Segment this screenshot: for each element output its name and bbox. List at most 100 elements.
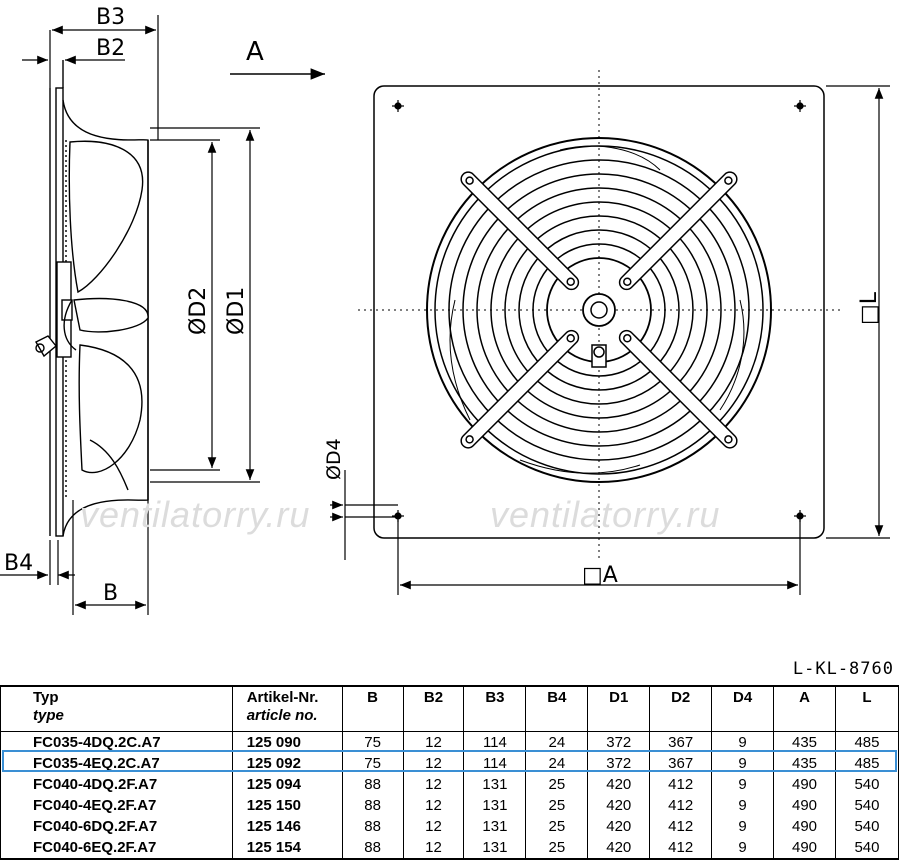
header-d2: D2 xyxy=(649,685,713,732)
cell-value: 9 xyxy=(711,816,775,837)
cell-value: 412 xyxy=(649,774,713,795)
cell-value: 88 xyxy=(341,774,404,795)
cell-value: 24 xyxy=(525,731,589,753)
cell-value: 24 xyxy=(525,753,589,774)
cell-value: 88 xyxy=(341,816,404,837)
cell-value: 367 xyxy=(649,731,713,753)
cell-value: 485 xyxy=(834,731,900,753)
cell-value: 9 xyxy=(711,731,775,753)
cell-value: 412 xyxy=(649,795,713,816)
cell-value: 372 xyxy=(587,731,651,753)
header-article: Artikel-Nr.article no. xyxy=(231,685,343,732)
technical-drawing: B3 B2 A ØD2 ØD1 B4 B xyxy=(0,5,890,615)
cell-value: 12 xyxy=(402,774,465,795)
cell-value: 435 xyxy=(773,731,836,753)
cell-value: 12 xyxy=(402,837,465,860)
cell-value: 367 xyxy=(649,753,713,774)
label-d1: ØD1 xyxy=(224,287,249,335)
cell-value: 131 xyxy=(463,774,527,795)
header-b: B xyxy=(341,685,404,732)
cell-article: 125 150 xyxy=(231,795,343,816)
watermark-left: ventilatorry.ru xyxy=(80,494,310,535)
cell-value: 420 xyxy=(587,837,651,860)
cell-value: 372 xyxy=(587,753,651,774)
header-b3: B3 xyxy=(463,685,527,732)
cell-value: 540 xyxy=(834,795,900,816)
front-view xyxy=(358,70,840,560)
cell-value: 485 xyxy=(834,753,900,774)
header-d4: D4 xyxy=(711,685,775,732)
cell-article: 125 094 xyxy=(231,774,343,795)
label-square-a: □A xyxy=(582,563,618,588)
cell-value: 12 xyxy=(402,816,465,837)
cell-value: 25 xyxy=(525,837,589,860)
cell-value: 490 xyxy=(773,795,836,816)
cell-article: 125 146 xyxy=(231,816,343,837)
cell-value: 9 xyxy=(711,837,775,860)
cell-article: 125 090 xyxy=(231,731,343,753)
cell-type: FC035-4DQ.2C.A7 xyxy=(0,731,233,753)
cell-value: 75 xyxy=(341,753,404,774)
cell-type: FC040-6EQ.2F.A7 xyxy=(0,837,233,860)
label-d4: ØD4 xyxy=(323,438,345,480)
cell-type: FC040-4EQ.2F.A7 xyxy=(0,795,233,816)
cell-value: 490 xyxy=(773,837,836,860)
header-d1: D1 xyxy=(587,685,651,732)
front-dimensions xyxy=(330,85,890,595)
label-b3: B3 xyxy=(96,5,125,30)
cell-value: 490 xyxy=(773,816,836,837)
cell-value: 412 xyxy=(649,837,713,860)
label-b: B xyxy=(103,581,118,606)
cell-value: 420 xyxy=(587,816,651,837)
guard-struts xyxy=(460,171,738,449)
cell-value: 9 xyxy=(711,753,775,774)
cell-type: FC040-6DQ.2F.A7 xyxy=(0,816,233,837)
cell-value: 75 xyxy=(341,731,404,753)
side-view xyxy=(35,60,149,537)
cell-value: 540 xyxy=(834,837,900,860)
cell-value: 88 xyxy=(341,837,404,860)
cell-article: 125 154 xyxy=(231,837,343,860)
label-d2: ØD2 xyxy=(186,287,211,335)
cell-value: 9 xyxy=(711,795,775,816)
side-dimensions xyxy=(0,15,260,615)
label-b2: B2 xyxy=(96,36,125,61)
cell-value: 88 xyxy=(341,795,404,816)
header-a: A xyxy=(773,685,836,732)
cell-value: 131 xyxy=(463,816,527,837)
cell-value: 131 xyxy=(463,837,527,860)
header-b2: B2 xyxy=(402,685,465,732)
cell-value: 490 xyxy=(773,774,836,795)
cell-type: FC035-4EQ.2C.A7 xyxy=(0,753,233,774)
cell-value: 540 xyxy=(834,816,900,837)
cell-type: FC040-4DQ.2F.A7 xyxy=(0,774,233,795)
cell-value: 540 xyxy=(834,774,900,795)
cell-value: 12 xyxy=(402,795,465,816)
cell-value: 131 xyxy=(463,795,527,816)
cell-value: 420 xyxy=(587,795,651,816)
cell-value: 12 xyxy=(402,753,465,774)
cell-value: 25 xyxy=(525,774,589,795)
drawing-code: L-KL-8760 xyxy=(792,659,894,679)
label-square-l: □L xyxy=(857,291,882,325)
watermark-right: ventilatorry.ru xyxy=(490,494,720,535)
cell-value: 12 xyxy=(402,731,465,753)
cell-value: 25 xyxy=(525,816,589,837)
cell-value: 114 xyxy=(463,753,527,774)
header-b4: B4 xyxy=(525,685,589,732)
cell-value: 25 xyxy=(525,795,589,816)
cell-value: 9 xyxy=(711,774,775,795)
cell-value: 435 xyxy=(773,753,836,774)
cell-value: 412 xyxy=(649,816,713,837)
label-view-a: A xyxy=(246,37,264,67)
cell-value: 420 xyxy=(587,774,651,795)
